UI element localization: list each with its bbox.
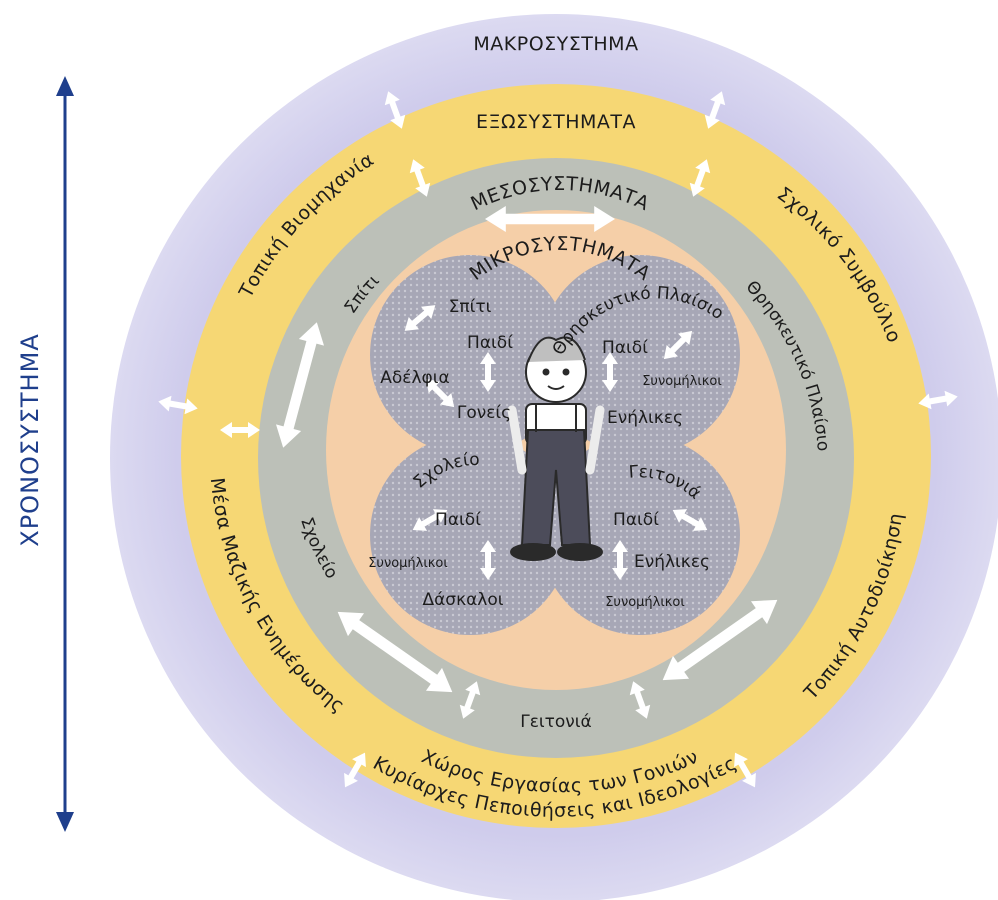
macrosystem-title: ΜΑΚΡΟΣΥΣΤΗΜΑ [473,33,638,55]
meso-item-neighborhood: Γειτονιά [520,712,592,732]
clover-home-title: Σπίτι [449,297,492,317]
clover-religion-child: Παιδί [602,338,648,358]
exosystem-title: ΕΞΩΣΥΣΤΗΜΑΤΑ [476,111,636,133]
clover-school [370,435,570,635]
clover-religion-adults: Ενήλικες [607,408,683,428]
time-axis-label: ΧΡΟΝΟΣΥΣΤΗΜΑ [16,333,44,546]
clover-home-parents: Γονείς [457,403,511,423]
clover-home-child: Παιδί [467,333,513,353]
microsystem-clover [370,255,740,635]
clover-neighborhood-peers: Συνομήλικοι [605,595,685,610]
time-axis-up-arrow-icon [56,76,74,96]
clover-religion-peers: Συνομήλικοι [642,374,722,389]
clover-school-child: Παιδί [435,510,481,530]
clover-neighborhood [540,435,740,635]
clover-school-peers: Συνομήλικοι [368,556,448,571]
child-figure-icon [507,336,605,561]
clover-home [370,255,570,455]
clover-school-teachers: Δάσκαλοι [422,590,503,610]
time-axis-down-arrow-icon [56,812,74,832]
time-axis: ΧΡΟΝΟΣΥΣΤΗΜΑ [16,76,74,832]
clover-home-siblings: Αδέλφια [380,368,449,388]
clover-neighborhood-adults: Ενήλικες [634,552,710,572]
clover-neighborhood-child: Παιδί [613,510,659,530]
clover-religion [540,255,740,455]
